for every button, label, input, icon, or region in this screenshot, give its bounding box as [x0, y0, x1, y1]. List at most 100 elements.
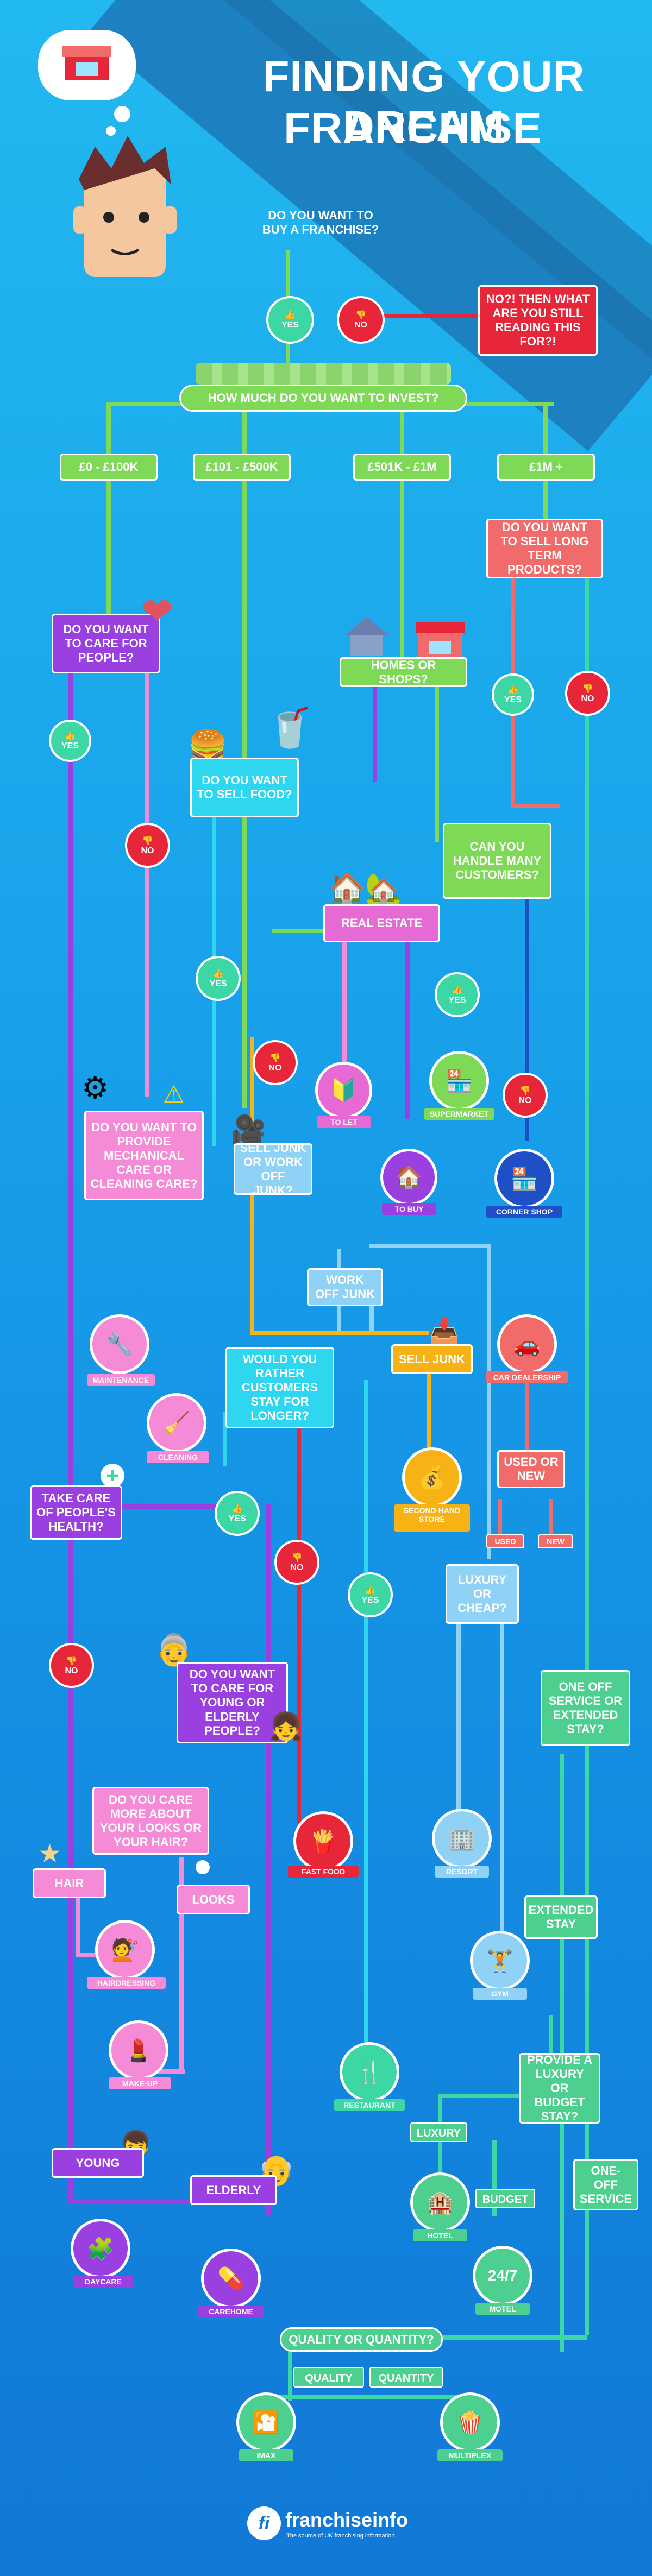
connector [400, 402, 404, 668]
thumbs-down-icon: 👎 [142, 836, 153, 846]
extended-stay: EXTENDED STAY [524, 1895, 598, 1939]
question-one-off: ONE OFF SERVICE OR EXTENDED STAY? [541, 1670, 630, 1746]
yes-label: YES [504, 695, 522, 704]
connector [487, 1244, 491, 1559]
connector [261, 2395, 473, 2399]
question-quality-quantity: QUALITY OR QUANTITY? [280, 2327, 443, 2352]
iron-icon: 📥 [429, 1318, 459, 1345]
no-badge: 👎NO [337, 296, 385, 344]
budget-label: BUDGET [475, 2189, 535, 2208]
heart-icon: ❤ [141, 590, 173, 633]
motel-icon-text: 24/7 [487, 2267, 518, 2284]
connector [511, 804, 560, 808]
fast-food-icon: 🍟 [293, 1811, 353, 1871]
used-label: USED [486, 1534, 524, 1548]
range-1m-plus: £1M + [497, 454, 595, 481]
gym-label: GYM [473, 1988, 527, 2000]
multiplex-label: MULTIPLEX [437, 2449, 503, 2461]
circle-dot-icon [196, 1860, 210, 1874]
connector [288, 2346, 292, 2401]
connector [250, 1331, 429, 1335]
connector [106, 402, 111, 619]
thumbs-up-icon: 👍 [452, 985, 463, 995]
connector [375, 314, 478, 318]
corner-shop-icon: 🏪 [494, 1149, 554, 1208]
range-501k-1m: £501K - £1M [353, 454, 451, 481]
thumbs-down-icon: 👎 [291, 1553, 303, 1563]
thumbs-up-icon: 👍 [231, 1504, 243, 1514]
question-invest: HOW MUCH DO YOU WANT TO INVEST? [179, 385, 467, 412]
motel-label: MOTEL [475, 2303, 530, 2315]
yes-badge: 👍YES [215, 1491, 260, 1536]
connector [76, 1504, 239, 1509]
money-icon [196, 363, 451, 385]
make-up-label: MAKE-UP [109, 2077, 171, 2089]
thumbs-down-icon: 👎 [269, 1053, 281, 1063]
young-option: YOUNG [52, 2148, 144, 2178]
girl-icon: 👧 [269, 1711, 303, 1742]
connector [549, 1499, 553, 1542]
houses-icon: 🏠🏡 [329, 872, 402, 905]
connector [585, 576, 589, 2335]
connector [435, 673, 439, 842]
quantity-label: QUANTITY [369, 2367, 443, 2388]
question-used-new: USED OR NEW [497, 1450, 565, 1488]
yes-badge: 👍YES [266, 296, 314, 344]
no-label: NO [268, 1063, 282, 1073]
drink-icon: 🥤 [266, 707, 314, 749]
second-hand-store-label: SECOND HAND STORE [394, 1504, 470, 1532]
to-let-label: TO LET [317, 1116, 371, 1128]
yes-label: YES [61, 741, 79, 751]
one-off-service: ONE-OFF SERVICE [573, 2159, 638, 2210]
yes-badge: 👍YES [49, 720, 91, 762]
no-label: NO [354, 320, 367, 330]
question-sell-junk: SELL JUNK OR WORK OFF JUNK? [234, 1141, 312, 1197]
yes-label: YES [448, 995, 466, 1005]
motel-24-7-icon: 24/7 [473, 2246, 532, 2306]
supermarket-icon: 🏪 [429, 1051, 489, 1111]
thumbs-down-icon: 👎 [582, 684, 593, 694]
daycare-label: DAYCARE [73, 2276, 133, 2288]
question-health: TAKE CARE OF PEOPLE'S HEALTH? [30, 1485, 122, 1540]
bubble-dot [114, 106, 130, 122]
no-badge: 👎NO [565, 671, 610, 716]
grandma-icon: 👵 [155, 1633, 193, 1667]
question-customers-stay: WOULD YOU RATHER CUSTOMERS STAY FOR LONG… [225, 1347, 334, 1428]
yes-badge: 👍YES [492, 673, 534, 716]
plus-icon: + [101, 1464, 124, 1488]
connector [223, 1412, 227, 1466]
thumbs-up-icon: 👍 [507, 685, 518, 695]
wrench-gear-icon: ⚙ [82, 1070, 109, 1105]
brand-name: franchiseinfo [285, 2509, 409, 2531]
no-badge: 👎NO [503, 1073, 548, 1118]
yes-label: YES [361, 1595, 379, 1605]
to-let-sign-icon: 🔰 [315, 1062, 372, 1119]
cinema-screen-icon: 🎦 [236, 2392, 296, 2452]
connector [369, 1293, 374, 1331]
title-line-2: FRANCHISE [284, 104, 542, 152]
connector [179, 1857, 184, 2069]
supermarket-label: SUPERMARKET [424, 1108, 494, 1120]
sell-junk: SELL JUNK [391, 1344, 473, 1374]
thumbs-down-icon: 👎 [66, 1656, 77, 1666]
cleaning-label: CLEANING [147, 1451, 209, 1463]
question-long-term: DO YOU WANT TO SELL LONG TERM PRODUCTS? [486, 519, 603, 578]
yes-label: YES [209, 979, 227, 988]
real-estate: REAL ESTATE [323, 904, 440, 942]
quality-label: QUALITY [293, 2367, 364, 2388]
shop-icon [60, 43, 114, 81]
popcorn-icon: 🍿 [440, 2392, 500, 2452]
hairdryer-icon: 💇 [95, 1920, 155, 1980]
connector [342, 923, 347, 1119]
question-young-elderly: DO YOU WANT TO CARE FOR YOUNG OR ELDERLY… [177, 1662, 288, 1743]
question-care-people: DO YOU WANT TO CARE FOR PEOPLE? [52, 614, 160, 673]
to-buy-label: TO BUY [382, 1203, 436, 1215]
question-sell-food: DO YOU WANT TO SELL FOOD? [190, 758, 299, 817]
connector [242, 402, 247, 1108]
maintenance-label: MAINTENANCE [87, 1374, 155, 1386]
question-luxury-cheap: LUXURY OR CHEAP? [446, 1564, 519, 1624]
hotel-icon: 🏨 [410, 2172, 470, 2232]
question-homes-shops: HOMES OR SHOPS? [340, 657, 467, 687]
yes-badge: 👍YES [196, 956, 241, 1001]
